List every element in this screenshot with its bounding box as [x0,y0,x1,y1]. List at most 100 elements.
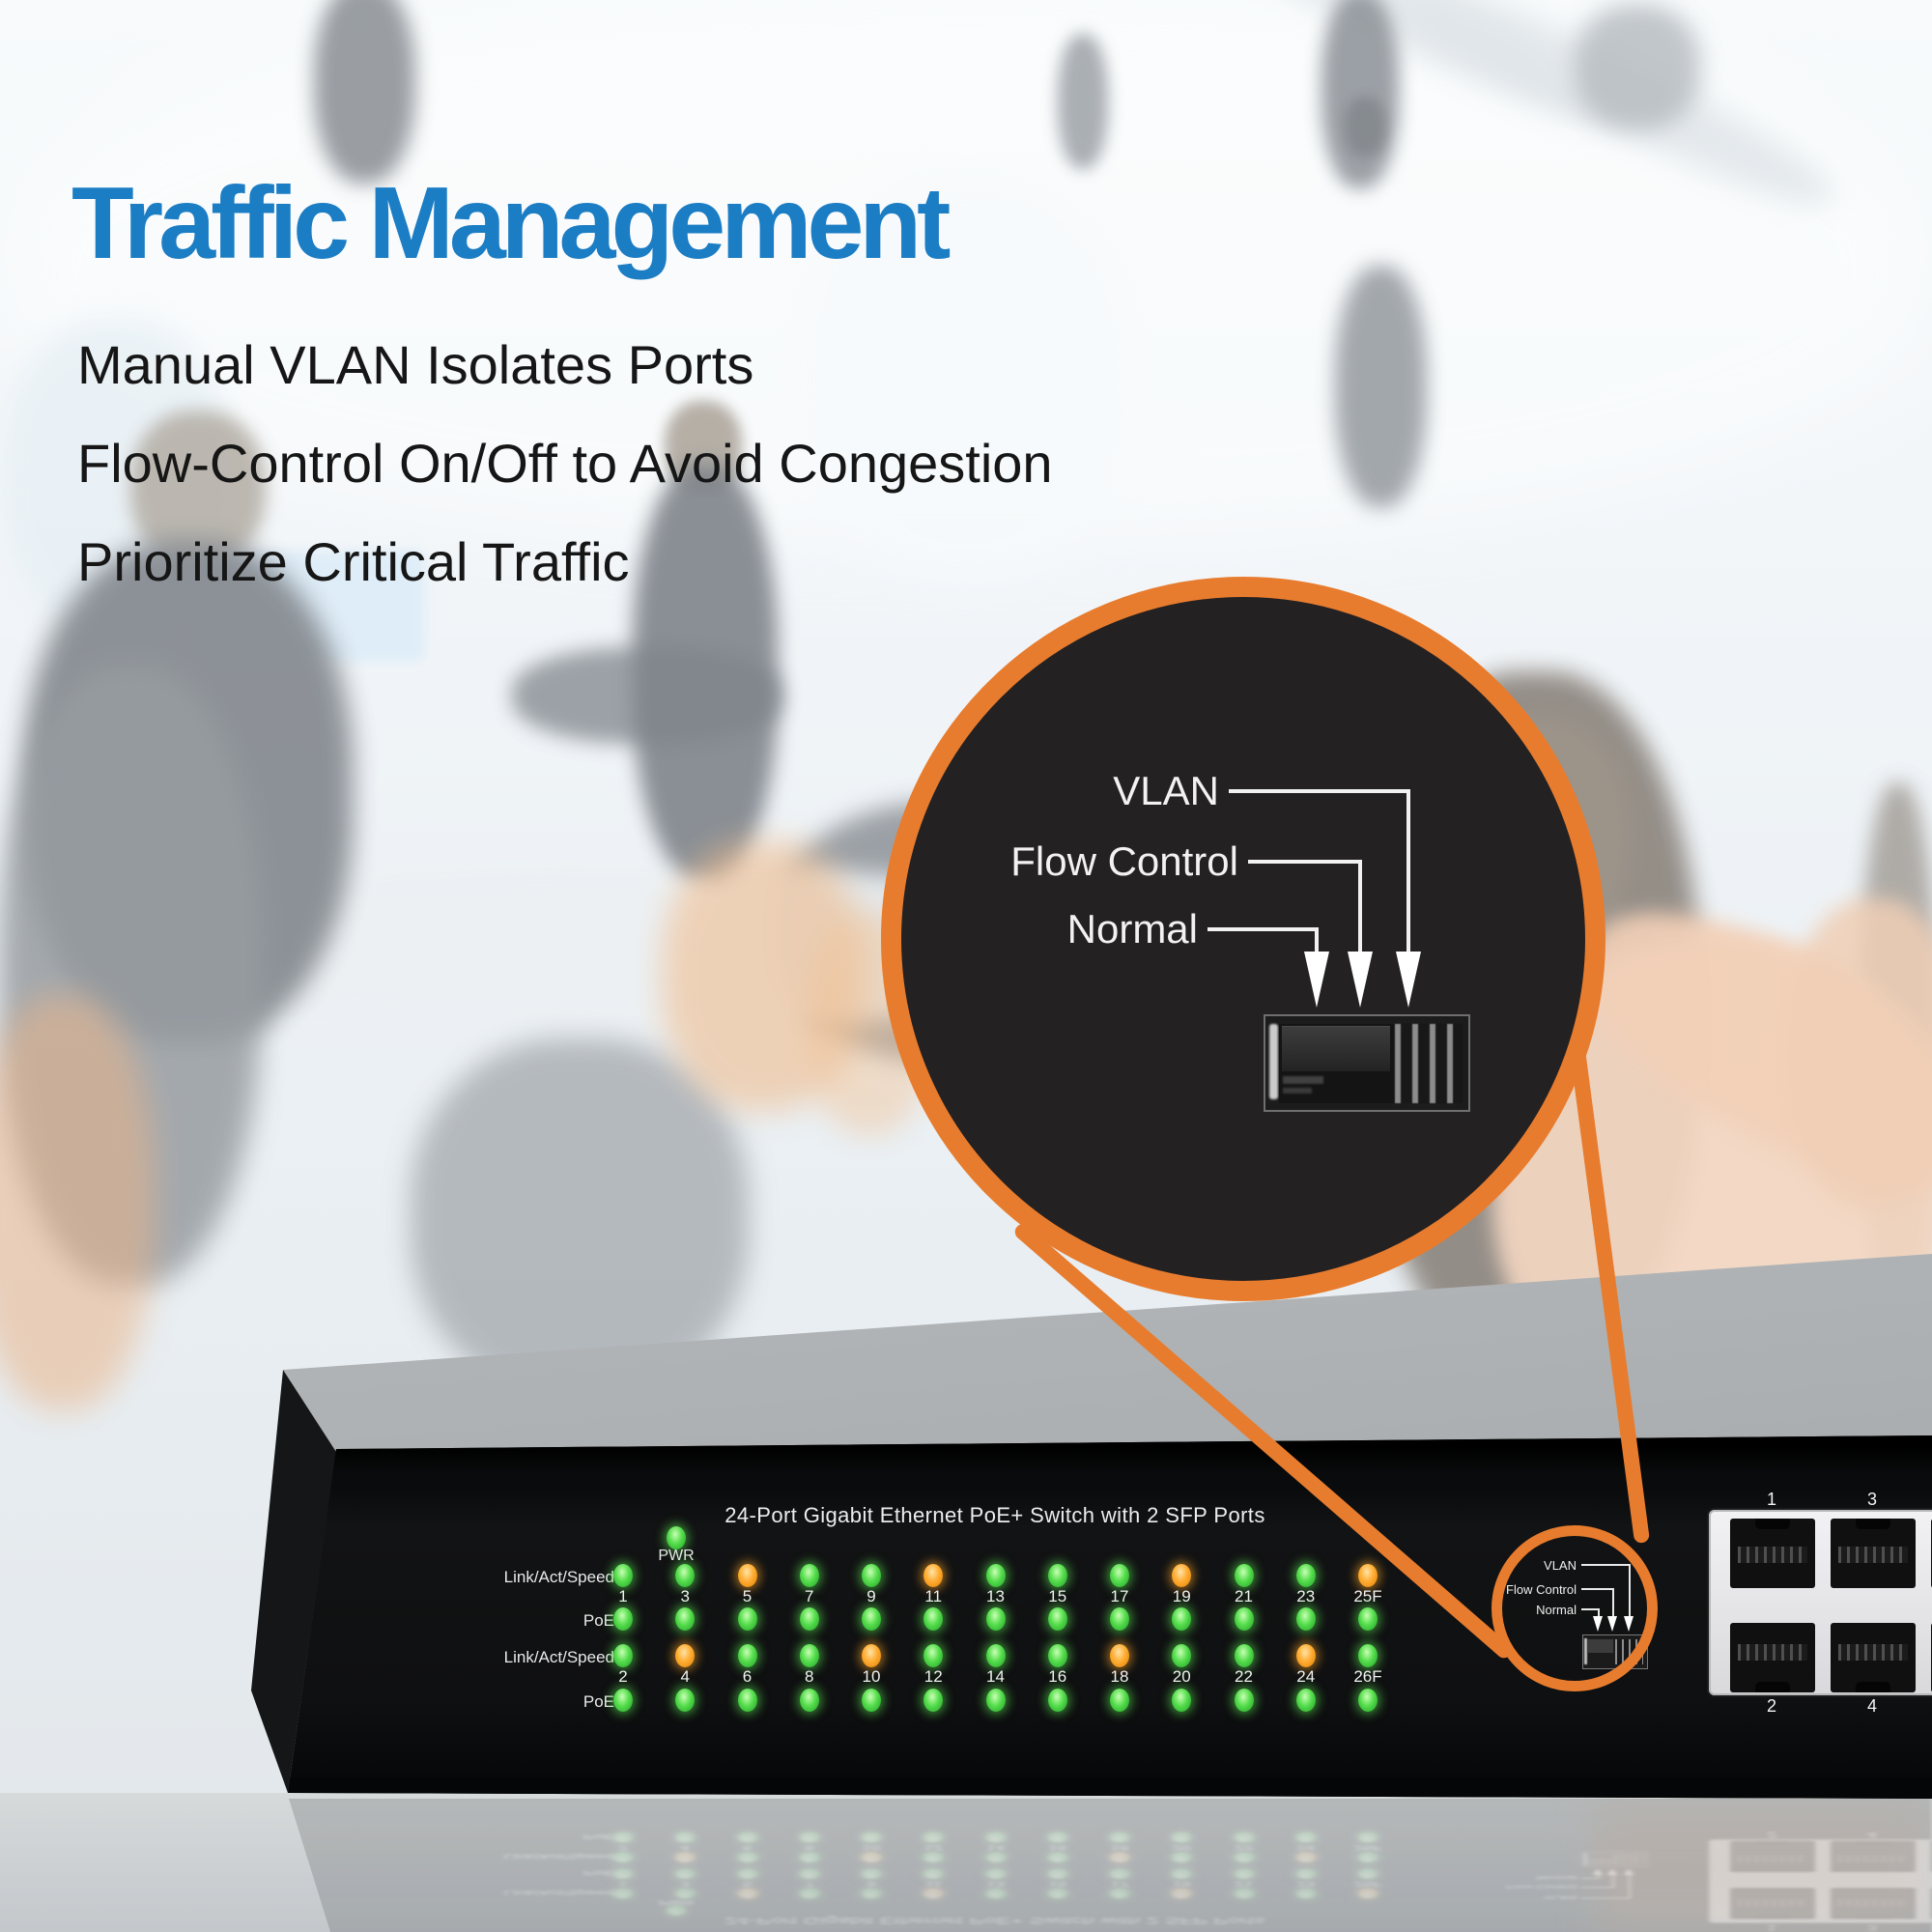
port-number: 2 [618,1843,628,1853]
dip-switch-photo [1264,1014,1470,1112]
port-number: 18 [1110,1667,1129,1686]
port-number: 10 [862,1667,881,1686]
led-indicator [1358,1607,1378,1631]
led-indicator [738,1868,757,1879]
port-number: 13 [986,1587,1005,1605]
port-number: 26F [1353,1843,1382,1853]
led-indicator [1358,1644,1378,1667]
led-indicator [675,1868,695,1879]
pwr-led [667,1526,686,1549]
leader-line [1629,1875,1631,1898]
rj45-jack [1730,1888,1815,1918]
ceiling-fixture [1058,34,1108,169]
led-indicator [1234,1644,1254,1667]
led-indicator [862,1689,881,1712]
led-indicator [1296,1833,1316,1843]
led-indicator [862,1564,881,1587]
bullet-line: Manual VLAN Isolates Ports [77,334,754,395]
led-indicator [862,1644,881,1667]
person-silhouette [1335,266,1427,507]
leader-line [1581,1887,1614,1888]
ceiling-fixture [314,0,415,184]
port-number-label: 3 [1866,1923,1877,1932]
port-number: 14 [986,1667,1005,1686]
rj45-jack [1730,1841,1815,1872]
led-indicator [1358,1868,1378,1879]
led-indicator [1172,1833,1191,1843]
bullet-line: Flow-Control On/Off to Avoid Congestion [77,433,1053,494]
port-number: 1 [618,1880,628,1889]
led-indicator [800,1852,819,1862]
led-indicator [1235,1889,1254,1899]
dip-switch [1582,1851,1648,1866]
port-number: 8 [805,1843,814,1853]
led-indicator [862,1889,881,1899]
led-indicator [1172,1644,1192,1667]
led-indicator [862,1607,881,1631]
port-number: 9 [867,1880,876,1889]
led-indicator [800,1833,819,1843]
led-indicator [923,1607,944,1631]
led-indicator [986,1868,1006,1879]
led-indicator [738,1889,757,1899]
port-number-label: 3 [1866,1490,1877,1509]
port-number: 12 [923,1667,943,1686]
pwr-led [667,1905,686,1916]
led-row-label: Link/Act/Speed [503,1648,614,1666]
port-number-label: 4 [1866,1696,1877,1716]
port-number: 5 [742,1587,753,1605]
rj45-jack [1831,1841,1916,1872]
port-number: 6 [742,1843,753,1853]
port-number: 19 [1172,1587,1191,1605]
down-arrow-icon [1396,952,1421,1008]
rj45-jack [1730,1623,1815,1692]
led-indicator [738,1833,757,1843]
led-indicator [923,1644,944,1667]
port-number: 17 [1110,1880,1129,1889]
page-title: Traffic Management [71,166,951,280]
led-indicator [1110,1689,1129,1712]
led-indicator [675,1852,695,1862]
callout-label-normal: Normal [1066,906,1198,952]
bullet-line: Prioritize Critical Traffic [77,531,630,592]
leader-line [1406,789,1410,955]
leader-line [1229,789,1410,793]
led-indicator [799,1644,819,1667]
magnifier-circle [881,577,1605,1301]
led-indicator [799,1564,819,1587]
dip-ridges [1395,1024,1463,1103]
panel-callout-label-vlan: VLAN [1544,1894,1577,1902]
port-number: 4 [680,1667,690,1686]
leader-line [1598,1875,1600,1879]
led-indicator [923,1689,944,1712]
floor-reflection-warm [1594,1806,1932,1932]
led-indicator [1234,1564,1254,1587]
led-indicator [1172,1889,1191,1899]
led-indicator [675,1607,696,1631]
down-arrow-icon [1304,952,1329,1008]
led-indicator [986,1833,1006,1843]
port-number: 20 [1172,1843,1191,1853]
down-arrow-icon [1624,1868,1634,1875]
ceiling-fixture [1575,5,1700,130]
port-number: 1 [618,1587,628,1605]
port-number: 16 [1048,1667,1067,1686]
port-number: 22 [1235,1843,1253,1853]
led-indicator [799,1689,819,1712]
led-indicator [1358,1889,1378,1899]
led-indicator [1172,1564,1192,1587]
led-indicator [1047,1689,1067,1712]
led-row-label: PoE [582,1611,614,1630]
led-indicator [1296,1889,1316,1899]
led-indicator [613,1833,633,1843]
port-number: 23 [1296,1587,1316,1605]
rj45-jack [1831,1888,1916,1918]
leader-line [1208,927,1317,931]
led-indicator [1047,1607,1067,1631]
port-number: 23 [1296,1880,1316,1889]
led-indicator [737,1564,757,1587]
led-indicator [675,1689,696,1712]
woman-shoulder [1787,898,1932,1208]
leader-line [1612,1875,1614,1888]
